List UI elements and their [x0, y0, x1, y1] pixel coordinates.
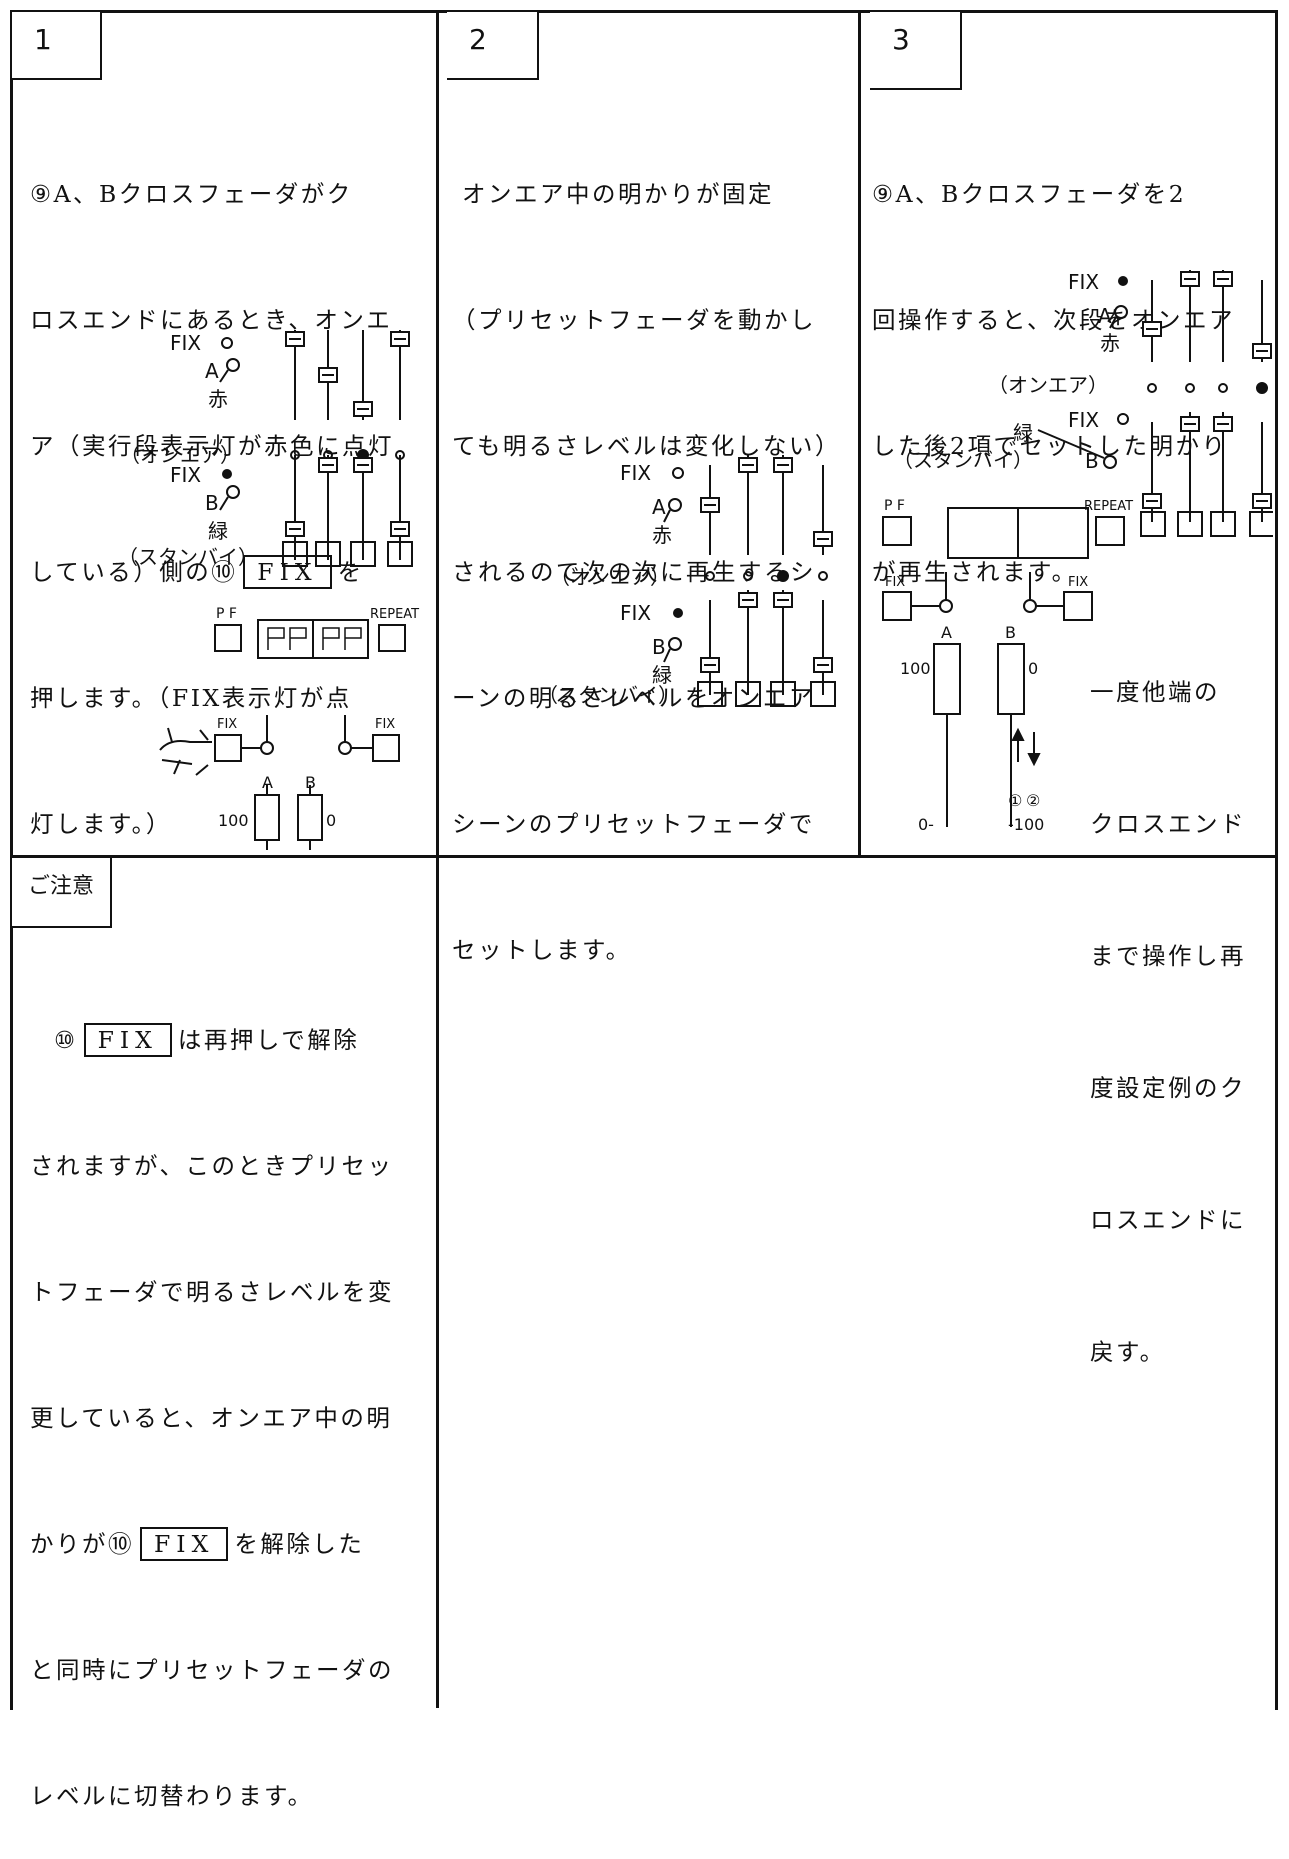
onair-label: （オンエア）: [988, 373, 1108, 397]
panel-2-fader-diagram: FIX A 赤 （オンエア） FIX B 緑 （スタンバイ）: [540, 455, 836, 707]
standby-label: （スタンバイ）: [893, 448, 1033, 472]
text-line: 回操作すると、次段をオンエア: [872, 306, 1236, 334]
text-line: まで操作し再: [1090, 942, 1246, 970]
b-label: B: [205, 491, 219, 515]
panel-3-side-text: 一度他端の クロスエンド まで操作し再 度設定例のク ロスエンドに 戻す。: [1090, 582, 1246, 1418]
fix-label: FIX: [170, 331, 201, 355]
a-label: A: [1098, 304, 1112, 328]
panel-3-fader-diagram: FIX A 赤 （オンエア） FIX 緑 （スタンバイ） B P F REPEA…: [882, 270, 1273, 832]
text-line: されるので次の次に再生するシ: [452, 558, 816, 586]
fix-small-label: FIX: [885, 575, 905, 590]
red-label: 赤: [1100, 331, 1120, 355]
panel-1-fader-diagram: FIX A 赤 （オンエア） FIX B 緑 （スタンバイ） P F REPEA…: [120, 330, 419, 850]
text-line: ⑨A、Bクロスフェーダがク: [30, 180, 353, 208]
value-0-dash: 0-: [918, 815, 934, 832]
panel-2-text: オンエア中の明かりが固定 （プリセットフェーダを動かし ても明るさレベルは変化し…: [452, 89, 841, 1013]
page-frame: [10, 10, 1278, 1710]
divider-row: [10, 855, 1278, 858]
text-line: シーンのプリセットフェーダで: [452, 810, 815, 838]
text-line: 度設定例のク: [1090, 1074, 1246, 1102]
text-line: ても明るさレベルは変化しない）: [452, 432, 841, 460]
value-100: 100: [218, 811, 249, 830]
red-label: 赤: [208, 387, 228, 411]
text-line: （プリセットフェーダを動かし: [452, 306, 816, 334]
text-line: が再生されます。: [872, 558, 1078, 586]
fix-label: FIX: [1068, 408, 1099, 432]
text-line: 灯します。）: [30, 810, 172, 838]
onair-label: （オンエア）: [550, 565, 670, 589]
text-line: 戻す。: [1090, 1338, 1166, 1366]
circled-2: ②: [1026, 791, 1040, 810]
a-label: A: [205, 359, 219, 383]
fix-key-label: FIX: [83, 1023, 172, 1057]
standby-label: （スタンバイ）: [540, 683, 678, 707]
green-label: 緑: [652, 663, 672, 687]
text-line: トフェーダで明るさレベルを変: [30, 1278, 394, 1306]
divider-2-3: [858, 10, 861, 858]
fix-key-label: FIX: [140, 1527, 229, 1561]
b-label: B: [305, 773, 316, 792]
repeat-label: REPEAT: [370, 607, 419, 622]
value-neg100: -100: [1008, 815, 1044, 832]
text-line: されますが、このときプリセッ: [30, 1152, 394, 1180]
pf-label: P F: [884, 498, 905, 514]
repeat-label: REPEAT: [1084, 499, 1133, 514]
a-label: A: [941, 623, 952, 642]
text-line: と同時にプリセットフェーダの: [30, 1656, 394, 1684]
fix-label: FIX: [1068, 270, 1099, 294]
a-label: A: [262, 773, 273, 792]
text-line: ⑨A、Bクロスフェーダを2: [872, 180, 1187, 208]
text-line: クロスエンド: [1090, 810, 1246, 838]
value-0: 0: [1028, 659, 1038, 678]
b-label: B: [652, 635, 666, 659]
a-label: A: [652, 495, 666, 519]
value-0: 0: [326, 811, 336, 830]
divider-1-2: [436, 10, 439, 1708]
text-line: した後2項でセットした明かり: [872, 432, 1228, 460]
panel-3-number: 3: [870, 12, 962, 90]
text-line: 一度他端の: [1090, 678, 1220, 706]
panel-3-text: ⑨A、Bクロスフェーダを2 回操作すると、次段をオンエア した後2項でセットした…: [872, 89, 1235, 635]
caution-title: ご注意: [12, 858, 113, 928]
b-label: B: [1005, 623, 1016, 642]
fix-label: FIX: [620, 461, 651, 485]
fix-small-label: FIX: [1068, 575, 1088, 590]
fix-label: FIX: [620, 601, 651, 625]
text-line: ーンの明るさレベルをオンエア: [452, 684, 815, 712]
text-line: セットします。: [452, 936, 632, 964]
fix-small-label: FIX: [217, 717, 237, 732]
text-line: ロスエンドにあるとき、オンエ: [30, 306, 393, 334]
text-line: オンエア中の明かりが固定: [452, 180, 774, 208]
text-line: ロスエンドに: [1090, 1206, 1246, 1234]
panel-2-number: 2: [447, 12, 539, 80]
standby-label: （スタンバイ）: [120, 545, 258, 569]
fix-label: FIX: [170, 463, 201, 487]
red-label: 赤: [652, 523, 672, 547]
text-line: 押します。（FIX表示灯が点: [30, 684, 352, 712]
circled-1: ①: [1008, 791, 1022, 810]
panel-1-number: 1: [12, 12, 102, 80]
value-100: 100: [900, 659, 931, 678]
b-label: B: [1085, 449, 1099, 473]
text-line: 更していると、オンエア中の明: [30, 1404, 393, 1432]
green-label: 緑: [1013, 421, 1033, 445]
text-line: レベルに切替わります。: [30, 1782, 314, 1810]
pf-label: P F: [216, 606, 237, 622]
onair-label: （オンエア）: [120, 443, 240, 467]
fix-key-label: FIX: [243, 555, 332, 589]
fix-small-label: FIX: [375, 717, 395, 732]
green-label: 緑: [208, 519, 228, 543]
